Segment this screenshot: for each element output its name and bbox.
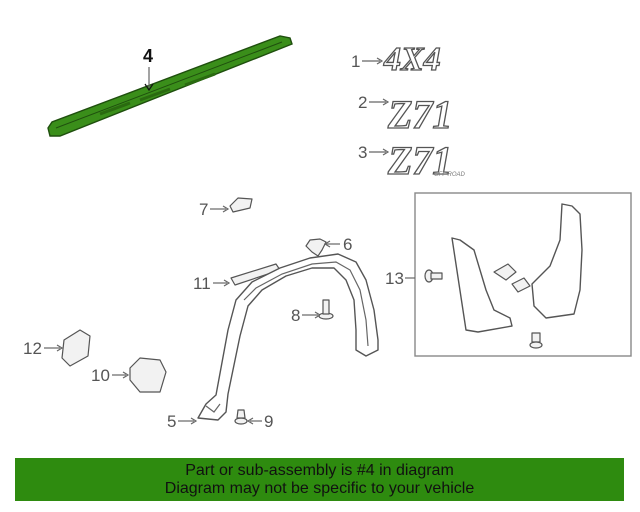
fastener-base [234,417,248,425]
part-13-mud-flap-kit[interactable] [424,203,583,349]
arrow-2 [382,98,390,106]
part-6-clip[interactable] [305,238,327,257]
part-8-push-pin[interactable] [318,299,334,320]
arrow-6 [323,240,331,248]
callout-12: 12 [23,339,42,358]
sill-plate-edge [55,41,283,129]
arrow-5 [190,417,198,425]
banner-line-1: Part or sub-assembly is #4 in diagram [185,461,454,479]
banner-line-2: Diagram may not be specific to your vehi… [164,479,475,497]
callout-9: 9 [264,412,273,431]
parts-diagram: 4 1 4X4 2 Z71 3 Z71 OFF ROAD 7 11 6 5 8 [23,35,632,431]
callout-10: 10 [91,366,110,385]
flare-foot [205,403,221,413]
arrow-12 [56,344,64,352]
callout-4: 4 [143,46,153,66]
pin-shaft [322,299,330,315]
arrow-3 [382,148,390,156]
callout-2: 2 [358,93,367,112]
callout-1: 1 [351,52,360,71]
arrow-1 [376,57,384,65]
callout-11: 11 [193,274,211,293]
info-banner: Part or sub-assembly is #4 in diagram Di… [15,458,624,501]
badge-z71-offroad: Z71 [387,138,452,183]
flare-inner-edge [243,261,369,347]
arrow-9 [246,417,254,425]
arrow-7 [222,205,230,213]
mud-flap-left [451,237,513,333]
arrow-10 [122,371,130,379]
part-5-wheel-flare[interactable] [197,253,379,421]
mud-flap-screw-bottom [529,332,543,349]
callout-6: 6 [343,235,352,254]
callout-13: 13 [385,269,404,288]
part-10-bracket[interactable] [129,357,167,393]
part-13-box [414,192,632,357]
fastener-top [236,409,246,419]
part-4-sill-plate[interactable] [47,35,293,137]
mud-flap-screw-left [424,269,443,283]
badge-4x4: 4X4 [383,41,441,78]
part-9-fastener[interactable] [234,409,248,425]
arrow-4 [144,83,154,92]
mud-flap-clip [511,277,531,293]
callout-5: 5 [167,412,176,431]
sill-plate-lettering [99,72,216,116]
offroad-label: OFF ROAD [434,172,466,178]
callout-3: 3 [358,143,367,162]
part-12-bracket[interactable] [61,329,91,367]
callout-7: 7 [199,200,208,219]
arrow-11 [223,279,231,287]
mud-flap-right [531,203,583,319]
sill-plate-body [47,35,293,137]
callout-8: 8 [291,306,300,325]
badge-z71: Z71 [387,92,452,137]
part-7-clip[interactable] [229,197,253,213]
flare-outline [197,253,379,421]
mud-flap-bracket [493,263,517,281]
